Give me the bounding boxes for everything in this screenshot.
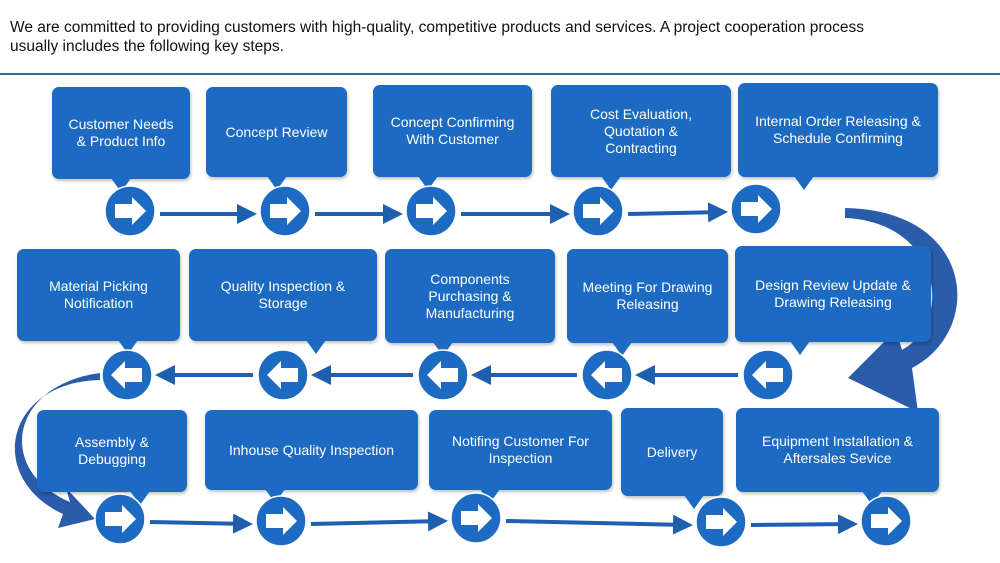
curved-transition-arrow-left bbox=[14, 373, 100, 528]
intro-text: We are committed to providing customers … bbox=[10, 18, 970, 56]
intro-line-2: usually includes the following key steps… bbox=[10, 38, 284, 55]
step-label: Assembly & Debugging bbox=[75, 434, 149, 467]
step-label: Concept Confirming With Customer bbox=[390, 114, 515, 147]
connector-arrow bbox=[750, 514, 858, 535]
step-label: Equipment Installation & Aftersales Sevi… bbox=[762, 433, 913, 466]
step-label: Quality Inspection & Storage bbox=[220, 278, 346, 311]
step-box-equipment-installation: Equipment Installation & Aftersales Sevi… bbox=[736, 408, 939, 505]
step-label: Delivery bbox=[646, 443, 698, 460]
step-box-cost-evaluation: Cost Evaluation, Quotation & Contracting bbox=[551, 85, 731, 190]
connector-arrow bbox=[310, 511, 448, 532]
step-box-concept-confirming: Concept Confirming With Customer bbox=[373, 85, 532, 190]
step-label: Inhouse Quality Inspection bbox=[229, 441, 394, 458]
step-box-notifing-customer: Notifing Customer For Inspection bbox=[429, 410, 612, 503]
step-box-delivery: Delivery bbox=[621, 408, 723, 509]
step-label: Customer Needs & Product Info bbox=[68, 116, 174, 149]
step-box-design-review: Design Review Update & Drawing Releasing bbox=[735, 246, 931, 355]
intro-line-1: We are committed to providing customers … bbox=[10, 19, 865, 36]
step-label: Design Review Update & Drawing Releasing bbox=[755, 277, 911, 310]
step-label: Meeting For Drawing Releasing bbox=[582, 279, 713, 312]
connector-arrow bbox=[627, 202, 728, 223]
step-label: Notifing Customer For Inspection bbox=[452, 433, 589, 466]
step-box-inhouse-quality: Inhouse Quality Inspection bbox=[205, 410, 418, 503]
step-label: Concept Review bbox=[225, 123, 328, 140]
step-box-quality-inspection-storage: Quality Inspection & Storage bbox=[189, 249, 377, 354]
header-divider bbox=[0, 73, 1000, 75]
step-label: Material Picking Notification bbox=[49, 278, 148, 311]
step-label: Components Purchasing & Manufacturing bbox=[425, 270, 515, 321]
step-box-meeting-drawing: Meeting For Drawing Releasing bbox=[567, 249, 728, 356]
step-box-internal-order: Internal Order Releasing & Schedule Conf… bbox=[738, 83, 938, 190]
step-box-material-picking: Material Picking Notification bbox=[17, 249, 180, 354]
step-box-concept-review: Concept Review bbox=[206, 87, 347, 190]
step-label: Cost Evaluation, Quotation & Contracting bbox=[590, 105, 692, 156]
step-label: Internal Order Releasing & Schedule Conf… bbox=[755, 113, 921, 146]
step-box-components-purchasing: Components Purchasing & Manufacturing bbox=[385, 249, 555, 356]
step-box-customer-needs: Customer Needs & Product Info bbox=[52, 87, 190, 192]
connector-arrow bbox=[149, 513, 253, 534]
connector-arrow bbox=[505, 514, 693, 535]
step-box-assembly-debugging: Assembly & Debugging bbox=[37, 410, 187, 505]
